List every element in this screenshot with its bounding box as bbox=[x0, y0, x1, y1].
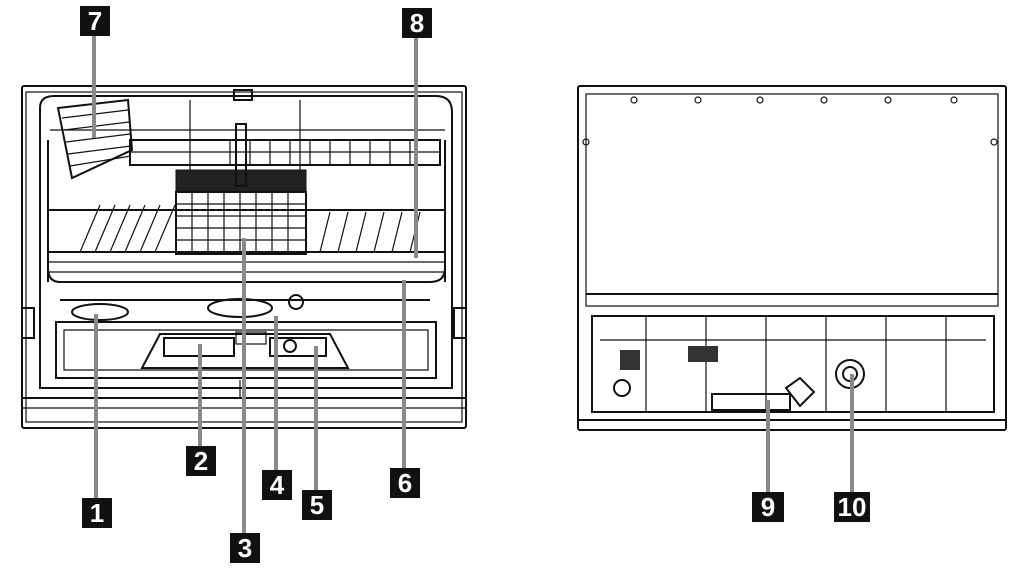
leader-lines bbox=[92, 36, 854, 533]
callout-6: 6 bbox=[390, 468, 420, 498]
cup-shelf bbox=[56, 98, 134, 180]
callout-8-text: 8 bbox=[410, 8, 424, 38]
callout-7: 7 bbox=[80, 6, 110, 36]
callout-7-text: 7 bbox=[88, 6, 102, 36]
drain-hose bbox=[711, 376, 816, 411]
callout-1-text: 1 bbox=[90, 498, 104, 528]
callout-2-text: 2 bbox=[194, 446, 208, 476]
rack-top-tines bbox=[229, 140, 411, 165]
callout-2: 2 bbox=[186, 446, 216, 476]
callout-3-text: 3 bbox=[238, 533, 252, 563]
callout-8: 8 bbox=[402, 8, 432, 38]
callout-9-text: 9 bbox=[761, 492, 775, 522]
callout-6-text: 6 bbox=[398, 468, 412, 498]
callout-9: 9 bbox=[752, 492, 784, 522]
callout-4: 4 bbox=[262, 470, 292, 500]
callout-3: 3 bbox=[230, 533, 260, 563]
callout-10: 10 bbox=[834, 492, 870, 522]
rear-grid bbox=[645, 316, 947, 412]
callout-10-text: 10 bbox=[838, 492, 867, 522]
lower-rack bbox=[47, 140, 446, 283]
cutlery-basket bbox=[175, 123, 307, 255]
callout-5: 5 bbox=[302, 490, 332, 520]
callout-5-text: 5 bbox=[310, 490, 324, 520]
rear-view bbox=[577, 85, 1007, 431]
callout-4-text: 4 bbox=[270, 470, 285, 500]
callout-1: 1 bbox=[82, 498, 112, 528]
